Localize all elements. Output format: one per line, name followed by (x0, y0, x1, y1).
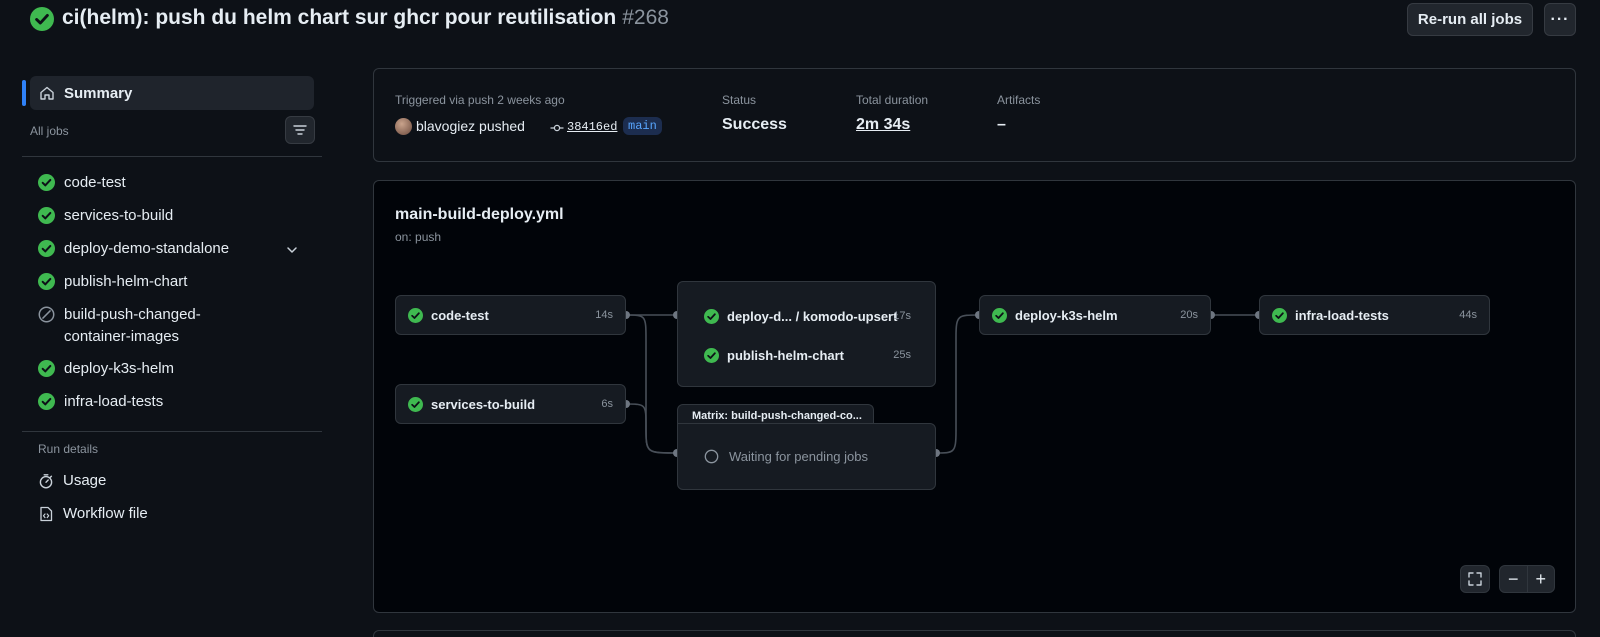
waiting-text: Waiting for pending jobs (729, 449, 868, 464)
sidebar-divider (22, 431, 322, 432)
chevron-down-icon[interactable] (286, 244, 298, 256)
file-code-icon (40, 506, 53, 521)
success-check-icon (38, 360, 55, 377)
status-label: Status (722, 93, 757, 107)
sidebar-job-publish-helm-chart[interactable]: publish-helm-chart (38, 271, 264, 293)
run-title: ci(helm): push du helm chart sur ghcr po… (62, 6, 669, 30)
node-label: code-test (431, 307, 489, 323)
pending-circle-icon (704, 449, 719, 464)
graph-node-code-test[interactable]: code-test 14s (395, 295, 626, 335)
run-number: #268 (622, 6, 669, 29)
success-check-icon (992, 308, 1007, 323)
node-label: deploy-k3s-helm (1015, 307, 1118, 323)
graph-node-deploy-komodo-upsert[interactable]: deploy-d... / komodo-upsert 17s (678, 306, 935, 326)
actor-pushed-text: blavogiez pushed (416, 118, 525, 134)
success-check-icon (704, 348, 719, 363)
job-label: code-test (64, 174, 126, 191)
success-check-icon (38, 207, 55, 224)
sidebar-item-label: Usage (63, 472, 107, 489)
zoom-in-button[interactable]: + (1526, 566, 1555, 592)
job-label: services-to-build (64, 207, 174, 224)
run-details-heading: Run details (38, 442, 99, 456)
sidebar-job-services-to-build[interactable]: services-to-build (38, 205, 264, 227)
duration-label: Total duration (856, 93, 929, 107)
success-check-icon (38, 393, 55, 410)
workflow-trigger: on: push (395, 230, 442, 244)
run-summary-panel: Triggered via push 2 weeks ago blavogiez… (373, 68, 1576, 162)
graph-node-publish-helm-chart[interactable]: publish-helm-chart 25s (678, 345, 935, 365)
artifacts-value: – (997, 116, 1006, 133)
fullscreen-icon (1468, 572, 1482, 586)
success-check-icon (30, 7, 54, 31)
node-label: publish-helm-chart (727, 347, 845, 363)
graph-node-deploy-k3s-helm[interactable]: deploy-k3s-helm 20s (979, 295, 1211, 335)
all-jobs-heading: All jobs (30, 124, 69, 138)
zoom-out-button[interactable]: − (1507, 568, 1519, 589)
node-duration: 20s (1180, 309, 1198, 321)
sidebar-item-label: Summary (64, 84, 133, 102)
sidebar-item-summary[interactable]: Summary (22, 76, 314, 110)
job-label: deploy-demo-standalone (64, 240, 230, 257)
job-label: deploy-k3s-helm (64, 360, 175, 377)
sidebar-job-deploy-k3s-helm[interactable]: deploy-k3s-helm (38, 358, 264, 380)
fullscreen-button[interactable] (1460, 565, 1490, 593)
success-check-icon (408, 308, 423, 323)
filter-icon (293, 125, 307, 135)
workflow-file-title: main-build-deploy.yml (395, 206, 564, 223)
graph-node-infra-load-tests[interactable]: infra-load-tests 44s (1259, 295, 1490, 335)
workflow-connectors (622, 311, 1263, 457)
success-check-icon (1272, 308, 1287, 323)
avatar[interactable] (395, 118, 412, 135)
zoom-controls: − + (1499, 565, 1555, 593)
graph-node-matrix-build-push[interactable]: Waiting for pending jobs (677, 423, 936, 490)
node-duration: 17s (893, 310, 911, 322)
graph-group-deploy: deploy-d... / komodo-upsert 17s publish-… (677, 281, 936, 387)
sidebar-job-build-push-changed-container-images[interactable]: build-push-changed-container-images (38, 304, 264, 348)
sidebar-job-code-test[interactable]: code-test (38, 172, 264, 194)
node-duration: 14s (595, 309, 613, 321)
graph-node-services-to-build[interactable]: services-to-build 6s (395, 384, 626, 424)
rerun-all-jobs-button[interactable]: Re-run all jobs (1407, 3, 1533, 36)
sidebar-item-workflow-file[interactable]: Workflow file (38, 505, 148, 522)
workflow-graph-panel: main-build-deploy.yml on: push code-test… (373, 180, 1576, 613)
home-icon (40, 86, 54, 100)
sidebar-job-deploy-demo-standalone[interactable]: deploy-demo-standalone (38, 238, 264, 260)
sidebar-job-infra-load-tests[interactable]: infra-load-tests (38, 391, 264, 413)
next-section-panel (373, 630, 1576, 637)
node-duration: 44s (1459, 309, 1477, 321)
run-title-text: ci(helm): push du helm chart sur ghcr po… (62, 6, 617, 29)
node-duration: 6s (601, 398, 613, 410)
job-label: publish-helm-chart (64, 273, 188, 290)
sidebar-item-label: Workflow file (63, 505, 148, 522)
git-commit-icon (550, 124, 564, 132)
job-label: infra-load-tests (64, 393, 164, 410)
sidebar-item-usage[interactable]: Usage (38, 472, 106, 489)
sidebar-divider (22, 156, 322, 157)
node-duration: 25s (893, 349, 911, 361)
run-header: ci(helm): push du helm chart sur ghcr po… (0, 0, 1600, 40)
node-label: deploy-d... / komodo-upsert (727, 308, 898, 324)
branch-badge[interactable]: main (623, 117, 662, 135)
node-label: infra-load-tests (1295, 307, 1389, 323)
success-check-icon (38, 273, 55, 290)
duration-value-link[interactable]: 2m 34s (856, 116, 911, 133)
status-value: Success (722, 116, 787, 133)
skipped-icon (38, 306, 55, 323)
success-check-icon (408, 397, 423, 412)
success-check-icon (704, 309, 719, 324)
more-options-button[interactable]: ··· (1544, 3, 1576, 36)
node-label: services-to-build (431, 396, 536, 412)
matrix-title-tab[interactable]: Matrix: build-push-changed-co... (677, 404, 874, 424)
job-label: build-push-changed-container-images (64, 306, 201, 345)
commit-sha-link[interactable]: 38416ed (567, 120, 618, 134)
filter-jobs-button[interactable] (285, 116, 315, 144)
stopwatch-icon (39, 473, 53, 488)
triggered-label: Triggered via push 2 weeks ago (395, 93, 565, 107)
artifacts-label: Artifacts (997, 93, 1041, 107)
success-check-icon (38, 240, 55, 257)
success-check-icon (38, 174, 55, 191)
